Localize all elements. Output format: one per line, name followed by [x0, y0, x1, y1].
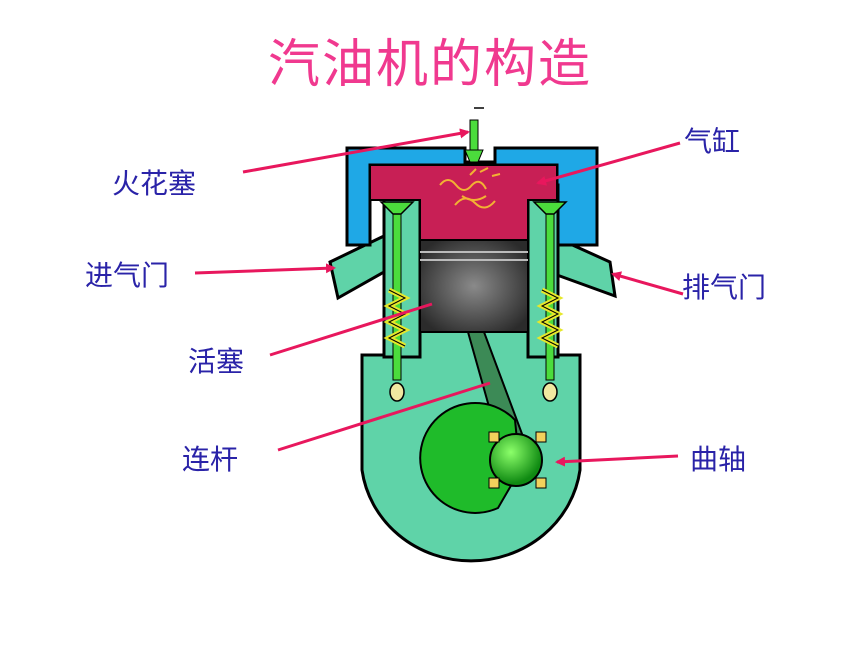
- cylinder-head: [345, 146, 599, 247]
- exhaust-valve-pointer: [611, 271, 684, 296]
- page-title: 汽油机的构造: [267, 35, 592, 95]
- spark-flames: [439, 167, 501, 209]
- intake-valve: [379, 201, 415, 402]
- label-intake-valve: 进气门: [85, 259, 170, 292]
- spark-plug: [464, 107, 484, 163]
- piston-pointer: [269, 302, 433, 357]
- intake-valve-pointer: [194, 263, 336, 275]
- crankshaft: [489, 433, 543, 487]
- cylinder-pointer: [536, 141, 681, 186]
- spark-plug-pointer: [242, 128, 470, 174]
- label-piston: 活塞: [188, 345, 245, 378]
- label-cylinder: 气缸: [684, 125, 741, 158]
- pointer-lines: [194, 128, 684, 467]
- connecting-rod-pointer: [277, 381, 491, 452]
- label-spark-plug: 火花塞: [112, 167, 197, 200]
- crankshaft-pointer: [555, 454, 679, 467]
- exhaust-valve: [532, 201, 568, 402]
- label-connecting-rod: 连杆: [182, 443, 239, 476]
- label-exhaust-valve: 排气门: [682, 271, 767, 304]
- label-crankshaft: 曲轴: [690, 443, 747, 476]
- exhaust-port: [555, 235, 617, 299]
- piston: [419, 239, 529, 333]
